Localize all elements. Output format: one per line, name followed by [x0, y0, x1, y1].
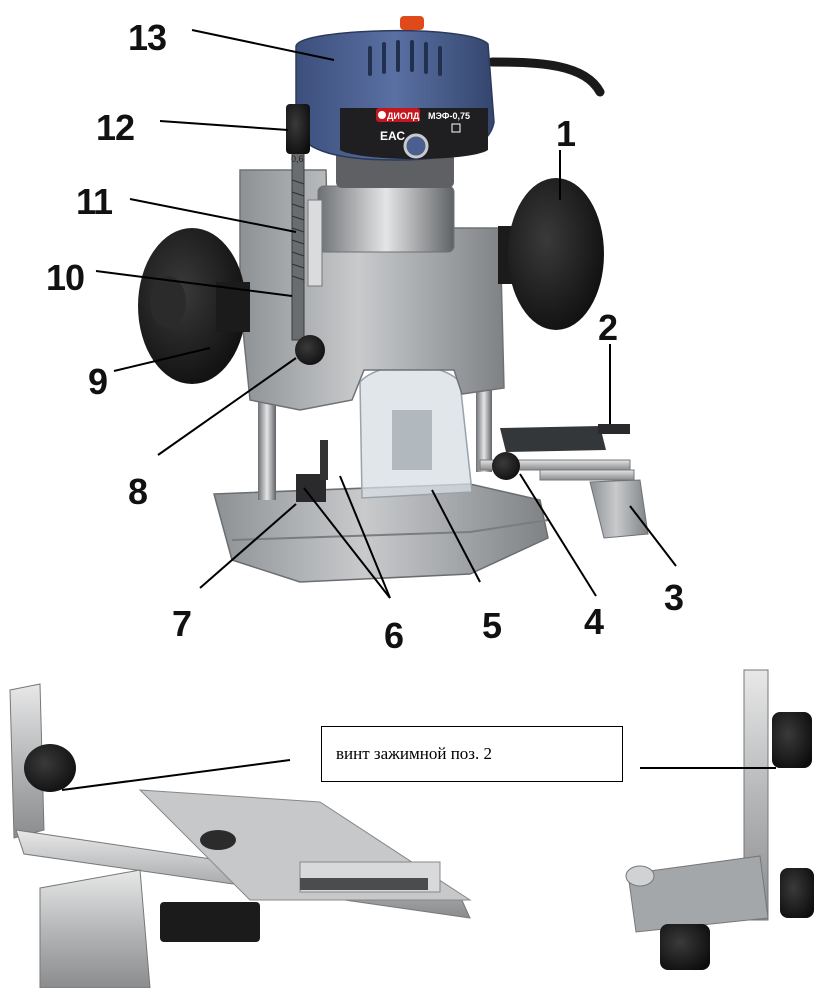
depth-rod-thread: [291, 179, 305, 281]
clamp-screw-note-text: винт зажимной поз. 2: [336, 744, 493, 763]
edge-guide: [479, 424, 649, 539]
power-switch: [400, 16, 424, 30]
cert-mark: ЕАС: [380, 129, 405, 143]
callout-2: 2: [598, 307, 617, 348]
guide-clamp-screw: [598, 424, 630, 434]
callout-13: 13: [128, 17, 166, 58]
callout-8: 8: [128, 471, 147, 512]
handle-left: [138, 228, 250, 384]
handle-right: [498, 178, 604, 330]
clamp-screw-knob-right: [772, 712, 812, 768]
callout-3: 3: [664, 577, 683, 618]
depth-lock-knob: [295, 335, 325, 365]
callout-7: 7: [172, 603, 191, 644]
spindle-lock-button: [403, 133, 429, 159]
bracket-detail-right: [625, 669, 814, 970]
brand-label: ДИОЛД: [387, 111, 420, 121]
depth-rod: [291, 149, 305, 341]
edge-guide-detail-left: [9, 683, 472, 988]
power-cord: [487, 57, 605, 97]
callout-10: 10: [46, 257, 84, 298]
scale-label: 0,6: [291, 154, 304, 164]
guide-clamp-knob: [492, 452, 520, 480]
motor-clamp: [317, 185, 455, 253]
depth-scale: [307, 199, 323, 287]
callout-1: 1: [556, 113, 576, 154]
clamp-screw-note: винт зажимной поз. 2: [321, 726, 623, 782]
callout-numbers: 13 12 11 10 9 8 7 6 5 4 3 2 1: [46, 17, 684, 656]
leader-lines: [95, 29, 677, 599]
callout-5: 5: [482, 605, 502, 646]
callout-11: 11: [76, 181, 113, 222]
callout-12: 12: [96, 107, 134, 148]
model-label: МЭФ-0,75: [428, 111, 470, 121]
clamp-screw-knob-left: [24, 744, 76, 792]
base-plate: [213, 483, 549, 583]
guide-column-left: [258, 392, 276, 500]
callout-6: 6: [384, 615, 403, 656]
fine-adjust-knob: [286, 104, 310, 154]
vent-slots: [368, 40, 442, 76]
callout-4: 4: [584, 601, 604, 642]
router-illustration: ДИОЛД МЭФ-0,75 ЕАС 0,6: [138, 16, 649, 583]
callout-9: 9: [88, 361, 107, 402]
note-leader-left: [61, 759, 291, 791]
brand-badge: ДИОЛД: [376, 108, 420, 122]
